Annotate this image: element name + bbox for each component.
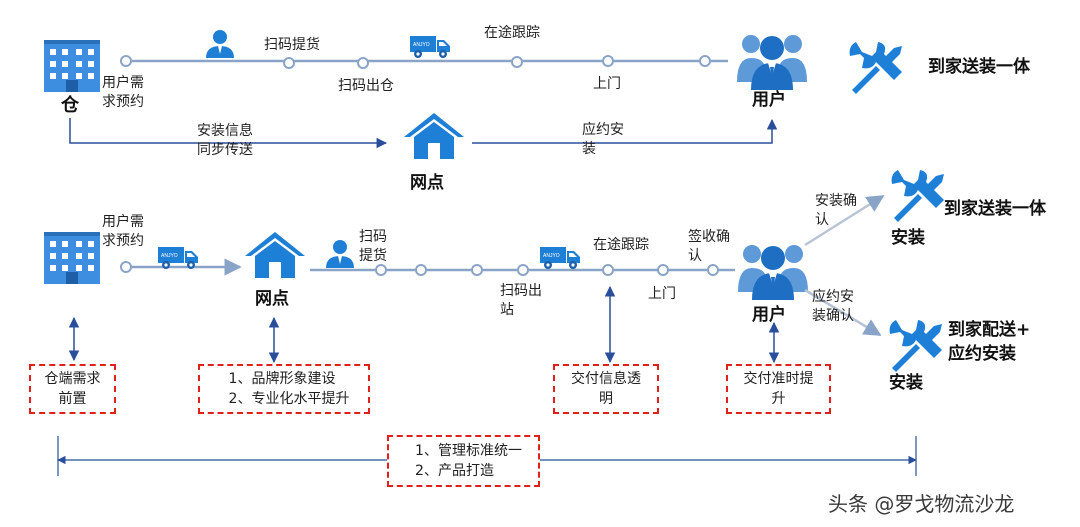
user-group-icon (737, 35, 807, 90)
truck-label-2: ANJYO (161, 253, 178, 259)
user-label: 用户 (752, 90, 786, 110)
standard-box: 1、管理标准统一 2、产品打造 (387, 435, 540, 487)
scan-pickup-label-2: 扫码 提货 (359, 229, 387, 264)
top-flow-nodes (120, 55, 711, 69)
door-label-2: 上门 (648, 286, 676, 302)
user-label-2: 用户 (752, 305, 786, 325)
user-demand-label: 用户需 求预约 (102, 75, 144, 110)
install-confirm-arrow (804, 194, 885, 247)
install-sync-label: 安装信息 同步传送 (197, 123, 253, 158)
outlet-house-icon (404, 113, 464, 159)
truck-label-3: ANJYO (543, 253, 560, 259)
brand-box: 1、品牌形象建设 2、专业化水平提升 (198, 364, 370, 414)
service-label-2: 到家送装一体 (944, 199, 1046, 219)
courier-person-icon-2 (326, 240, 354, 268)
scan-pickup-label: 扫码提货 (264, 37, 320, 53)
appointment-install-arrow (472, 118, 778, 144)
sign-confirm-label: 签收确 认 (688, 229, 730, 264)
repair-tools-icon-2 (891, 170, 944, 222)
transparency-box: 交付信息透 明 (553, 364, 659, 414)
truck-label: ANJYO (413, 42, 430, 48)
appointment-install-confirm-label: 应约安 装确认 (812, 289, 854, 324)
install-confirm-label: 安装确 认 (815, 193, 857, 228)
user-demand-label-2: 用户需 求预约 (102, 214, 144, 249)
warehouse-front-box: 仓端需求 前置 (29, 364, 116, 414)
courier-person-icon (206, 30, 234, 58)
user-group-icon-2 (738, 245, 808, 300)
scan-out-station-label: 扫码出 站 (500, 283, 542, 318)
repair-tools-icon-3 (889, 320, 942, 372)
outlet-house-icon-2 (245, 232, 305, 278)
appointment-install-label: 应约安 装 (582, 122, 624, 157)
bottom-start-node (120, 261, 132, 273)
outlet-label: 网点 (410, 173, 444, 193)
bottom-flow-nodes (375, 264, 719, 276)
service-label: 到家送装一体 (928, 57, 1030, 77)
door-label: 上门 (593, 76, 621, 92)
outlet-label-2: 网点 (255, 289, 289, 309)
in-transit-label: 在途跟踪 (484, 25, 540, 41)
ontime-box: 交付准时提 升 (726, 364, 831, 414)
appointment-confirm-arrow (804, 288, 882, 337)
install-label-a: 安装 (891, 228, 925, 248)
in-transit-label-2: 在途跟踪 (593, 237, 649, 253)
warehouse-label: 仓 (61, 95, 79, 116)
scan-out-label: 扫码出仓 (338, 78, 394, 94)
service-label-3: 到家配送+ 应约安装 (948, 320, 1031, 364)
watermark: 头条 @罗戈物流沙龙 (828, 492, 1015, 516)
warehouse-building-icon-2 (44, 232, 100, 284)
install-label-b: 安装 (889, 373, 923, 393)
repair-tools-icon (849, 42, 902, 94)
warehouse-building-icon (44, 40, 100, 92)
install-info-sync-arrow (69, 118, 388, 149)
